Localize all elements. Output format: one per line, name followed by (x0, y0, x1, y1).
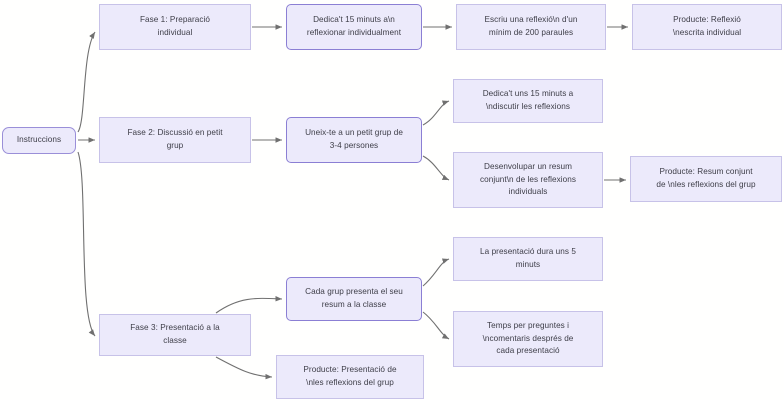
node-label: Fase 2: Discussió en petit grup (127, 128, 223, 150)
node-fase1[interactable]: Fase 1: Preparació individual (99, 4, 251, 50)
node-label: Uneix-te a un petit grup de 3-4 persones (305, 128, 403, 150)
node-fase1_step[interactable]: Dedica't 15 minuts a\n reflexionar indiv… (286, 4, 422, 50)
node-label: Fase 3: Presentació a la classe (130, 323, 220, 345)
node-label: Temps per preguntes i \ncomentaris despr… (482, 320, 574, 356)
edge-fase3step-sub2 (422, 311, 450, 340)
edge-fase3-product (215, 356, 273, 380)
edge-start-fase1 (77, 31, 96, 133)
node-fase2_sub1[interactable]: Dedica't uns 15 minuts a \ndiscutir les … (453, 79, 603, 123)
node-fase2_sub2[interactable]: Desenvolupar un resum conjunt\n de les r… (453, 152, 603, 208)
node-fase1_product[interactable]: Producte: Reflexió \nescrita individual (632, 4, 782, 50)
node-fase2_product[interactable]: Producte: Resum conjunt de \nles reflexi… (630, 156, 782, 202)
node-label: Dedica't uns 15 minuts a \ndiscutir les … (482, 89, 574, 111)
node-start[interactable]: Instruccions (2, 127, 76, 154)
edge-fase2step-sub1 (422, 100, 450, 126)
edge-start-fase3 (77, 151, 96, 337)
node-label: Producte: Resum conjunt de \nles reflexi… (656, 167, 756, 189)
edge-fase3step-sub1 (422, 258, 450, 287)
node-label: Desenvolupar un resum conjunt\n de les r… (479, 161, 577, 197)
node-fase3_sub1[interactable]: La presentació dura uns 5 minuts (453, 237, 603, 281)
node-fase2[interactable]: Fase 2: Discussió en petit grup (99, 117, 251, 163)
node-label: Producte: Reflexió \nescrita individual (672, 15, 742, 37)
node-label: Producte: Presentació de \nles reflexion… (303, 365, 397, 387)
node-label: Fase 1: Preparació individual (139, 15, 211, 37)
node-label: Instruccions (16, 135, 62, 145)
node-label: Dedica't 15 minuts a\n reflexionar indiv… (306, 15, 402, 37)
node-fase1_step2[interactable]: Escriu una reflexió\n d'un mínim de 200 … (456, 4, 606, 50)
edge-fase2step-sub2 (422, 155, 450, 181)
node-label: La presentació dura uns 5 minuts (480, 247, 576, 269)
node-label: Escriu una reflexió\n d'un mínim de 200 … (484, 15, 578, 37)
node-fase3_product[interactable]: Producte: Presentació de \nles reflexion… (276, 355, 424, 399)
node-fase3[interactable]: Fase 3: Presentació a la classe (99, 314, 251, 356)
node-fase2_step[interactable]: Uneix-te a un petit grup de 3-4 persones (286, 117, 422, 163)
edge-fase3-step (215, 295, 283, 314)
node-fase3_sub2[interactable]: Temps per preguntes i \ncomentaris despr… (453, 311, 603, 367)
node-fase3_step[interactable]: Cada grup presenta el seu resum a la cla… (286, 277, 422, 321)
node-label: Cada grup presenta el seu resum a la cla… (305, 287, 403, 309)
